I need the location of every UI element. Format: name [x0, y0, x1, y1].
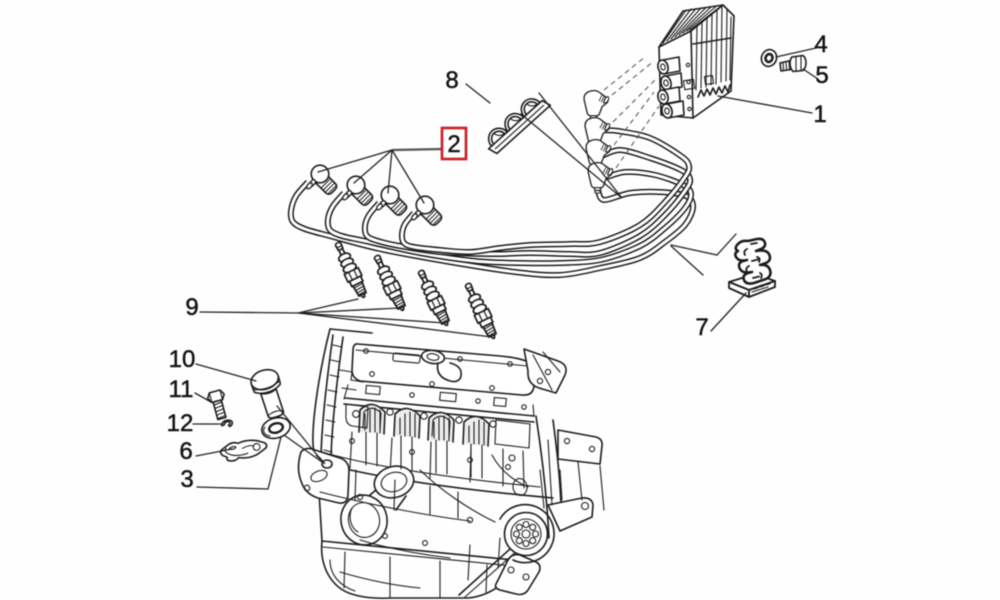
svg-text:5: 5	[815, 62, 828, 89]
svg-text:7: 7	[695, 314, 708, 341]
svg-text:9: 9	[185, 294, 198, 321]
svg-text:12: 12	[167, 410, 194, 437]
svg-text:10: 10	[169, 346, 196, 373]
svg-text:2: 2	[447, 131, 460, 158]
svg-text:11: 11	[169, 376, 194, 403]
svg-text:4: 4	[814, 31, 827, 58]
svg-text:8: 8	[445, 67, 458, 94]
svg-text:1: 1	[813, 101, 826, 128]
svg-text:6: 6	[179, 438, 192, 465]
svg-text:3: 3	[180, 466, 193, 493]
